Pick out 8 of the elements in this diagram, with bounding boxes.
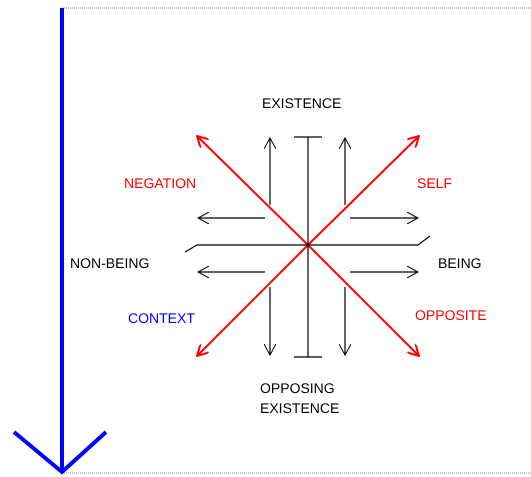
concept-label: NON-BEING xyxy=(70,254,150,273)
concept-label: CONTEXT xyxy=(128,309,195,328)
concept-label: BEING xyxy=(438,254,482,273)
concept-label: OPPOSITE xyxy=(415,306,487,325)
concept-label: EXISTENCE xyxy=(262,94,342,113)
concept-label: NEGATION xyxy=(124,174,196,193)
concept-label: OPPOSING EXISTENCE xyxy=(260,379,340,418)
concept-label: SELF xyxy=(417,174,452,193)
